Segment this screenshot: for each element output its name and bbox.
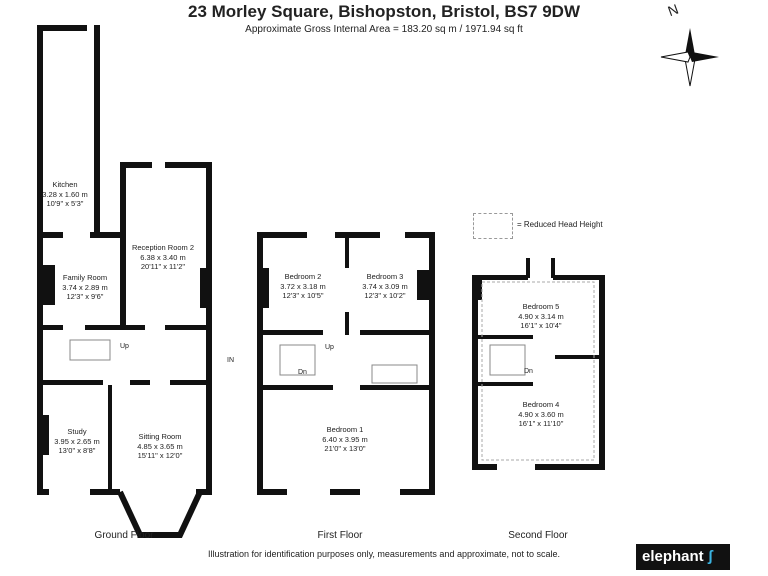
bay-window xyxy=(117,490,203,538)
first-stairs-up: Up xyxy=(325,344,334,351)
stairs xyxy=(69,339,526,384)
brand-name: elephant xyxy=(642,548,704,565)
ground-floor-walls xyxy=(37,25,212,495)
brand-logo: elephant ʃ xyxy=(636,544,730,570)
second-floor-label: Second Floor xyxy=(508,530,568,541)
entrance-label: IN xyxy=(227,357,234,364)
ground-floor-label: Ground Floor xyxy=(94,530,154,541)
brand-icon: ʃ xyxy=(707,548,713,565)
second-floor-walls xyxy=(472,258,605,470)
legend-label: = Reduced Head Height xyxy=(517,220,603,229)
compass-icon xyxy=(660,28,719,87)
disclaimer: Illustration for identification purposes… xyxy=(207,549,561,559)
reduced-head-height-area xyxy=(481,281,595,461)
first-floor-walls xyxy=(257,232,435,495)
page-title: 23 Morley Square, Bishopston, Bristol, B… xyxy=(187,2,581,21)
gross-area: Approximate Gross Internal Area = 183.20… xyxy=(245,24,523,35)
first-floor-label: First Floor xyxy=(317,530,363,541)
second-stairs-down: Dn xyxy=(524,368,533,375)
first-stairs-down: Dn xyxy=(298,369,307,376)
legend-swatch xyxy=(473,213,513,239)
ground-stairs-up: Up xyxy=(120,343,129,350)
